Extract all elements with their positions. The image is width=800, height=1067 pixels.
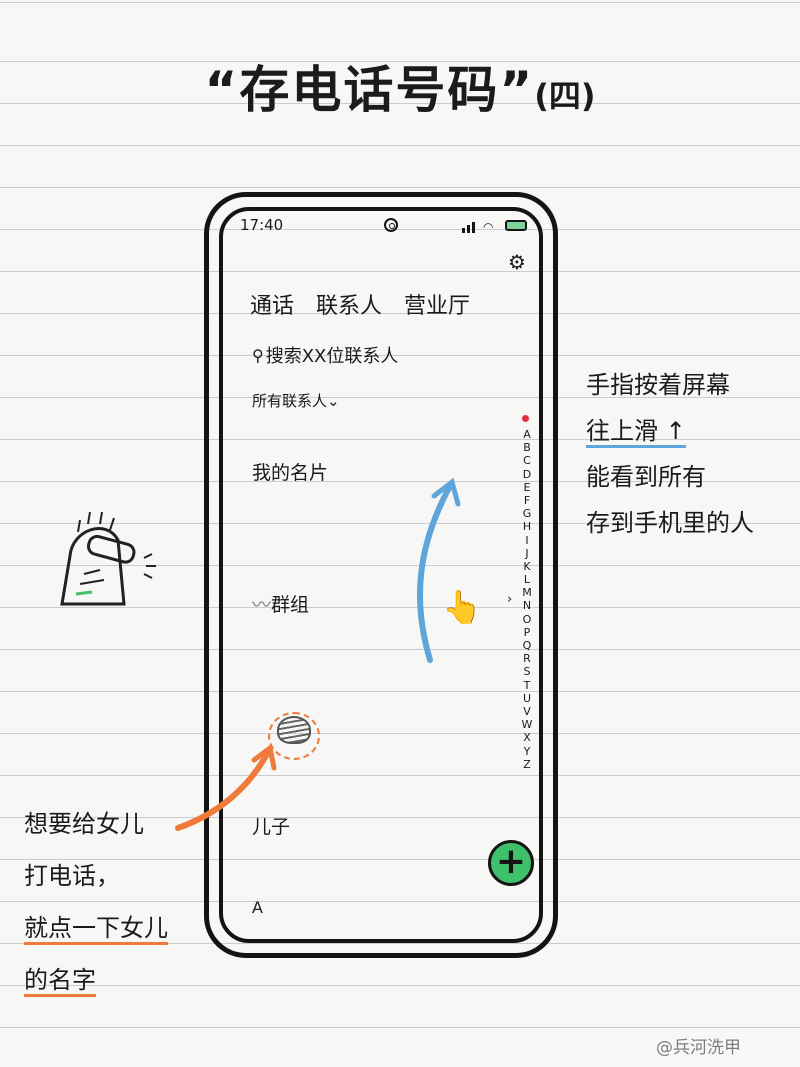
camera-icon	[384, 218, 398, 232]
alphabet-letter[interactable]: D	[522, 467, 532, 481]
contacts-filter[interactable]: 所有联系人⌄	[252, 390, 340, 411]
annotation-left: 想要给女儿 打电话， 就点一下女儿 的名字	[24, 798, 168, 1006]
alphabet-letter[interactable]: B	[523, 441, 531, 455]
robot-doodle-icon	[60, 511, 156, 606]
annotation-left-line: 打电话，	[24, 862, 120, 890]
chevron-right-icon: ›	[507, 592, 513, 607]
alphabet-letter[interactable]: K	[523, 559, 531, 573]
alphabet-letter[interactable]: U	[522, 691, 532, 705]
page-title: “存电话号码”(四)	[0, 50, 800, 122]
title-sub: (四)	[534, 77, 596, 115]
alphabet-letter[interactable]: Z	[523, 757, 531, 771]
tab-service-hall[interactable]: 营业厅	[404, 294, 471, 319]
annotation-right: 手指按着屏幕 往上滑 ↑ 能看到所有 存到手机里的人	[586, 362, 754, 546]
alphabet-letter[interactable]: H	[522, 520, 532, 534]
alphabet-letter[interactable]: E	[523, 480, 531, 494]
alphabet-letter[interactable]: O	[522, 612, 532, 626]
avatar-highlight	[268, 712, 320, 760]
chevron-down-icon: ⌄	[327, 392, 340, 410]
search-placeholder: 搜索XX位联系人	[265, 346, 399, 367]
filter-label: 所有联系人	[252, 392, 328, 410]
tab-bar: 通话 联系人 营业厅	[250, 288, 470, 320]
alphabet-letter[interactable]: Y	[523, 744, 531, 758]
scroll-up-arrowhead	[431, 477, 461, 507]
tap-arrow	[175, 749, 271, 831]
alphabet-letter[interactable]: A	[523, 428, 531, 441]
scroll-up-arrow	[416, 483, 453, 663]
avatar[interactable]	[277, 716, 311, 744]
alphabet-letter[interactable]: M	[522, 586, 532, 600]
alphabet-letter[interactable]: L	[523, 573, 531, 587]
tab-contacts[interactable]: 联系人	[316, 294, 383, 319]
annotation-left-line: 就点一下女儿	[24, 902, 168, 954]
signal-icon	[462, 222, 475, 233]
alphabet-letter[interactable]: N	[522, 599, 532, 613]
alphabet-letter[interactable]: W	[521, 718, 533, 732]
alphabet-letter[interactable]: V	[523, 704, 531, 718]
battery-icon	[505, 220, 527, 231]
gear-icon[interactable]: ⚙	[508, 250, 526, 274]
wifi-icon: ◠	[483, 220, 494, 234]
search-icon: ⚲	[252, 345, 264, 365]
tap-arrowhead	[251, 743, 277, 771]
tab-calls[interactable]: 通话	[250, 294, 295, 319]
watermark: @兵河洗甲	[656, 1038, 741, 1058]
alphabet-letter[interactable]: G	[522, 507, 532, 521]
annotation-right-line: 存到手机里的人	[586, 509, 754, 537]
group-label: 群组	[271, 594, 310, 616]
annotation-left-line: 想要给女儿	[24, 810, 144, 838]
my-card-item[interactable]: 我的名片	[252, 462, 329, 484]
annotation-right-line: 手指按着屏幕	[586, 371, 730, 399]
alphabet-letter[interactable]: F	[523, 493, 531, 507]
alphabet-letter[interactable]: Q	[522, 639, 532, 652]
group-item[interactable]: 〰群组	[252, 590, 309, 617]
phone-frame-outer	[204, 192, 558, 958]
phone-screen	[219, 207, 543, 943]
status-time: 17:40	[240, 216, 284, 234]
section-header: A	[252, 898, 263, 917]
hand-pointer-icon: 👆	[442, 588, 482, 626]
index-dot-icon	[522, 415, 529, 422]
alphabet-letter[interactable]: J	[525, 546, 529, 560]
contact-son[interactable]: 儿子	[252, 816, 291, 838]
alphabet-letter[interactable]: P	[523, 625, 531, 639]
annotation-left-line: 的名字	[24, 954, 168, 1006]
alphabet-letter[interactable]: I	[525, 533, 529, 547]
alphabet-letter[interactable]: T	[523, 678, 531, 692]
group-prefix-scribble: 〰	[252, 594, 272, 616]
search-input[interactable]: ⚲ 搜索XX位联系人	[252, 342, 398, 368]
alphabet-letter[interactable]: X	[523, 731, 531, 745]
add-contact-button[interactable]: +	[488, 840, 534, 886]
annotation-right-line: 能看到所有	[586, 463, 706, 491]
alphabet-letter[interactable]: S	[523, 665, 531, 679]
annotation-right-line: 往上滑 ↑	[586, 408, 754, 454]
alphabet-letter[interactable]: C	[523, 454, 531, 468]
alphabet-letter[interactable]: R	[523, 652, 531, 666]
title-main: “存电话号码”	[204, 61, 535, 119]
